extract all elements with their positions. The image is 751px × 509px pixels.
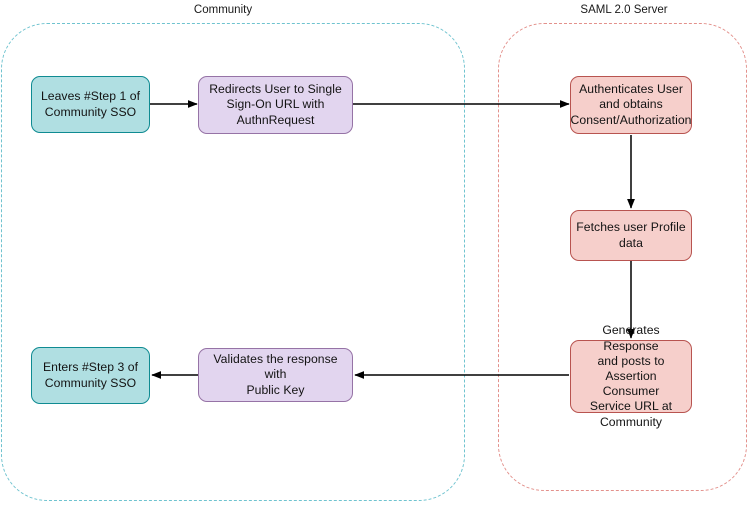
node-validates-response-line-2: Public Key <box>246 382 305 397</box>
node-generates-response-line-5: Community <box>599 414 663 429</box>
node-authenticates-user-line-3: Consent/Authorization <box>570 112 692 127</box>
node-enters-step3-line-1: Enters #Step 3 of <box>42 360 139 375</box>
node-generates-response-line-1: Generates Response <box>602 323 660 353</box>
node-fetches-profile[interactable]: Fetches user Profile data <box>570 210 692 261</box>
node-redirects-user-line-1: Redirects User to Single <box>209 82 342 97</box>
lane-label-community: Community <box>193 4 253 16</box>
node-generates-response-line-4: Service URL at <box>589 399 673 414</box>
node-authenticates-user[interactable]: Authenticates User and obtains Consent/A… <box>570 76 692 134</box>
node-generates-response-line-3: Assertion Consumer <box>602 368 660 399</box>
node-validates-response[interactable]: Validates the response with Public Key <box>198 348 353 402</box>
node-authenticates-user-line-2: and obtains <box>599 97 663 112</box>
node-generates-response-line-2: and posts to <box>597 353 665 368</box>
node-redirects-user-line-2: Sign-On URL with <box>226 97 325 112</box>
lane-community <box>1 23 465 501</box>
node-enters-step3[interactable]: Enters #Step 3 of Community SSO <box>31 347 150 404</box>
lane-saml <box>498 23 747 491</box>
lane-label-saml: SAML 2.0 Server <box>580 4 668 16</box>
node-redirects-user[interactable]: Redirects User to Single Sign-On URL wit… <box>198 76 353 134</box>
node-leaves-step1-line-1: Leaves #Step 1 of <box>40 89 141 104</box>
node-validates-response-line-1: Validates the response with <box>213 352 338 382</box>
node-fetches-profile-line-2: data <box>619 235 643 250</box>
node-enters-step3-line-2: Community SSO <box>44 375 137 390</box>
node-authenticates-user-line-1: Authenticates User <box>579 82 683 97</box>
node-fetches-profile-line-1: Fetches user Profile <box>576 220 686 235</box>
node-generates-response[interactable]: Generates Response and posts to Assertio… <box>570 323 692 429</box>
node-redirects-user-line-3: AuthnRequest <box>236 112 315 127</box>
node-leaves-step1[interactable]: Leaves #Step 1 of Community SSO <box>31 76 150 133</box>
node-leaves-step1-line-2: Community SSO <box>44 104 137 119</box>
